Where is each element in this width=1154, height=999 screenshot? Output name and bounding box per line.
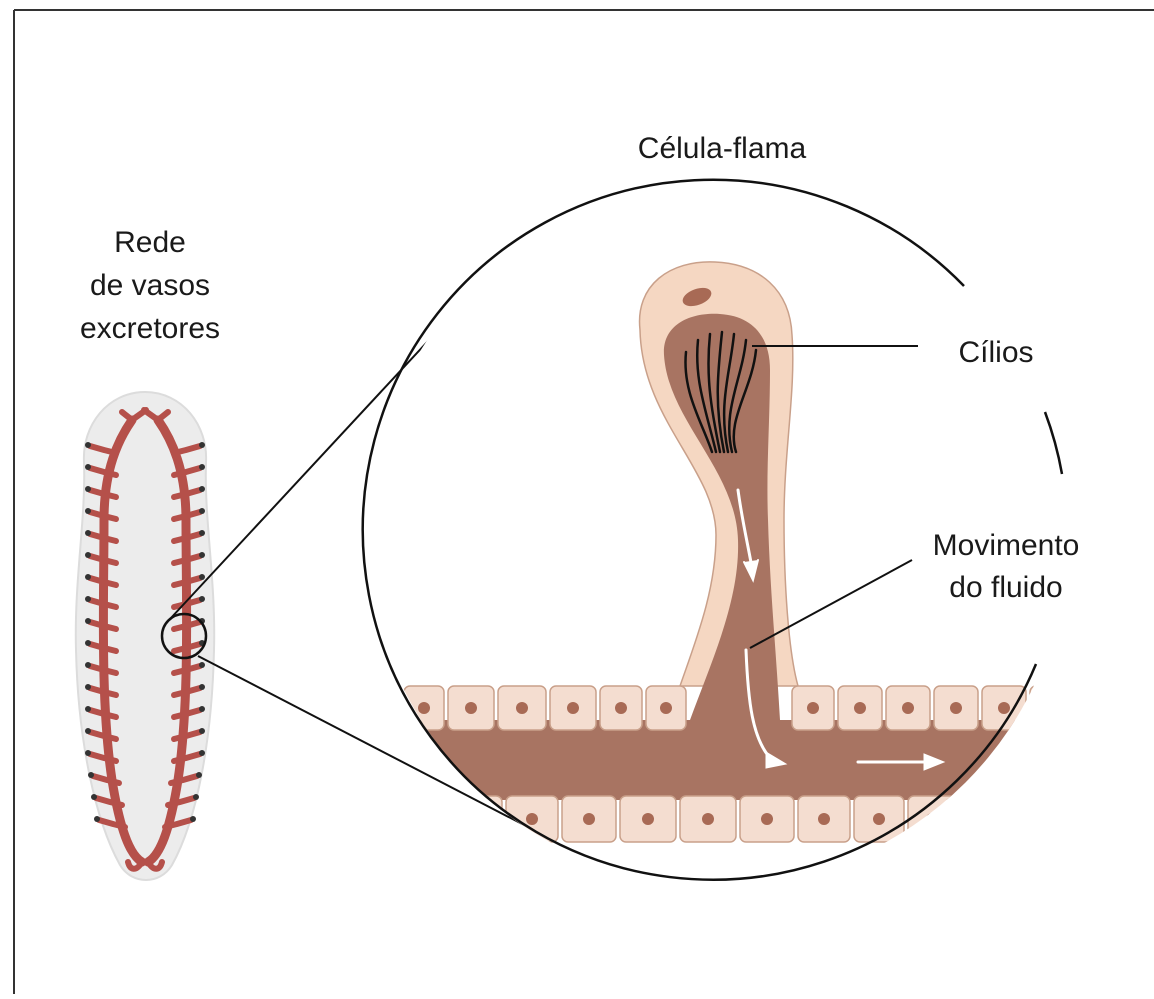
fluid-label-line2: do fluido (949, 571, 1062, 604)
flame-cell-dot (193, 794, 199, 800)
flame-cell-dot (85, 684, 91, 690)
cell-nucleus (761, 813, 773, 825)
cell-nucleus (702, 813, 714, 825)
flame-cell-dot (85, 750, 91, 756)
flame-cell-dot (85, 508, 91, 514)
flame-cell-dot (85, 552, 91, 558)
cell-nucleus (998, 702, 1010, 714)
flame-cell-dot (85, 486, 91, 492)
flame-cell-dot (199, 486, 205, 492)
tubule-lower-cell-row (400, 796, 1056, 842)
cell-nucleus (807, 702, 819, 714)
cell-nucleus (526, 813, 538, 825)
tubule-cell (400, 796, 446, 842)
tubule-cell (1010, 796, 1056, 842)
cell-nucleus (615, 702, 627, 714)
tubule-cell (960, 796, 1006, 842)
cell-nucleus (465, 702, 477, 714)
flame-cell-dot (85, 728, 91, 734)
flame-cell-dot (85, 596, 91, 602)
cell-nucleus (902, 702, 914, 714)
tubule-lumen (360, 720, 1080, 800)
cell-nucleus (516, 702, 528, 714)
cell-nucleus (642, 813, 654, 825)
cell-nucleus (926, 813, 938, 825)
flame-cell-dot (190, 816, 196, 822)
cilia-label: Cílios (958, 336, 1033, 369)
flame-cell-label: Célula-flama (638, 132, 807, 165)
flame-cell-dot (85, 618, 91, 624)
network-label-line2: de vasos (90, 269, 210, 302)
flame-cell-dot (199, 662, 205, 668)
cell-nucleus (418, 702, 430, 714)
flame-cell-dot (94, 816, 100, 822)
flame-cell-dot (88, 772, 94, 778)
flame-cell-dot (196, 772, 202, 778)
network-label-line3: excretores (80, 312, 220, 345)
fluid-label-line1: Movimento (933, 529, 1080, 562)
flame-cell-dot (85, 640, 91, 646)
flame-cell-dot (199, 530, 205, 536)
flame-cell-dot (199, 574, 205, 580)
cell-nucleus (854, 702, 866, 714)
flame-cell-dot (199, 552, 205, 558)
flame-cell-dot (199, 464, 205, 470)
cell-nucleus (567, 702, 579, 714)
tubule-cell (1030, 686, 1074, 730)
network-label-line1: Rede (114, 226, 186, 259)
cell-nucleus (1027, 813, 1039, 825)
flame-cell-dot (199, 596, 205, 602)
flame-cell-dot (199, 508, 205, 514)
cell-nucleus (873, 813, 885, 825)
cell-nucleus (818, 813, 830, 825)
flame-cell-dot (85, 464, 91, 470)
flame-cell-dot (199, 728, 205, 734)
cell-nucleus (417, 813, 429, 825)
cell-nucleus (660, 702, 672, 714)
flame-cell-dot (199, 706, 205, 712)
planarian-body (76, 392, 214, 880)
cell-nucleus (471, 813, 483, 825)
flame-cell-dot (91, 794, 97, 800)
flame-cell-dot (85, 662, 91, 668)
flame-cell-dot (85, 530, 91, 536)
flame-cell-dot (85, 574, 91, 580)
cell-nucleus (977, 813, 989, 825)
flame-cell-dot (85, 442, 91, 448)
cell-nucleus (950, 702, 962, 714)
cell-nucleus (583, 813, 595, 825)
flame-cell-dot (85, 706, 91, 712)
flame-cell-dot (199, 684, 205, 690)
cell-nucleus (1046, 702, 1058, 714)
flame-cell-dot (199, 750, 205, 756)
flame-cell-dot (199, 442, 205, 448)
